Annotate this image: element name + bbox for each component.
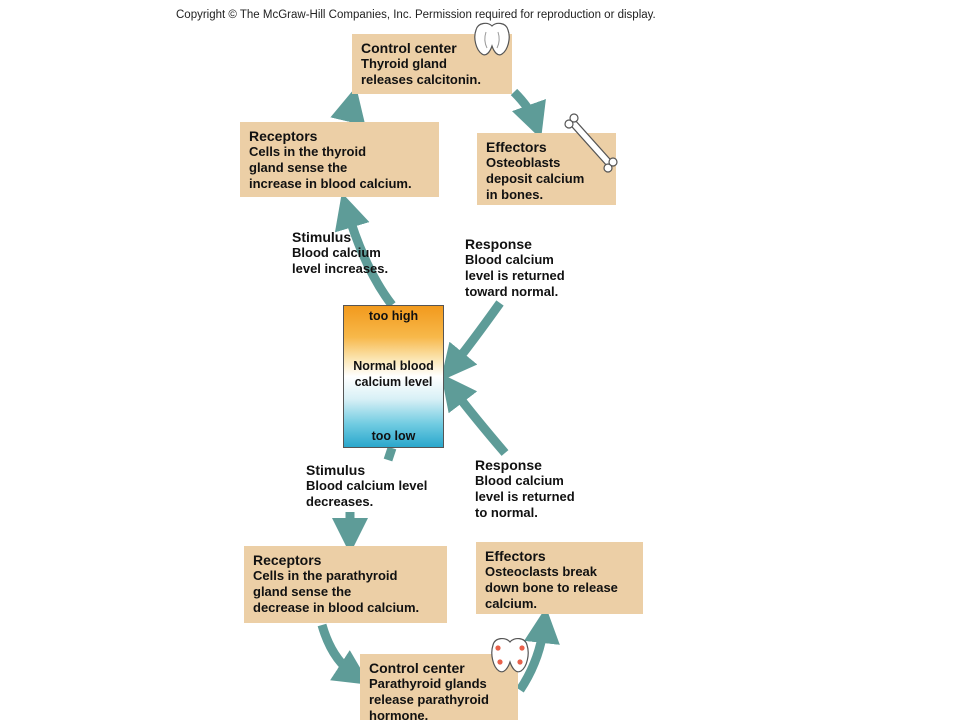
gauge-too-high-label: too high	[368, 309, 419, 323]
arrow-receptors-to-control-top	[330, 86, 366, 126]
receptors-top-box: Receptors Cells in the thyroid gland sen…	[240, 122, 439, 197]
copyright-notice: Copyright © The McGraw-Hill Companies, I…	[176, 9, 656, 21]
arrow-response-bottom-to-gauge	[441, 373, 509, 456]
effectors-top-heading: Effectors	[486, 139, 547, 155]
response-top-label: Response Blood calcium level is returned…	[465, 236, 565, 300]
control-center-top-heading: Control center	[361, 40, 457, 56]
response-bottom-label: Response Blood calcium level is returned…	[475, 457, 575, 521]
effectors-bottom-box: Effectors Osteoclasts break down bone to…	[476, 542, 643, 614]
effectors-top-text: Osteoblasts deposit calcium in bones.	[486, 155, 585, 202]
response-top-text: Blood calcium level is returned toward n…	[465, 252, 565, 299]
receptors-bottom-box: Receptors Cells in the parathyroid gland…	[244, 546, 447, 623]
gauge-too-low-label: too low	[371, 429, 416, 443]
arrow-stimulus-to-receptors-top	[334, 192, 396, 308]
calcium-level-gauge: too high Normal blood calcium level too …	[343, 305, 444, 448]
response-bottom-text: Blood calcium level is returned to norma…	[475, 473, 575, 520]
stimulus-top-heading: Stimulus	[292, 229, 352, 245]
effectors-bottom-heading: Effectors	[485, 548, 546, 564]
arrow-gauge-to-stimulus-bottom	[383, 446, 397, 462]
bone-icon	[564, 113, 618, 173]
control-center-bottom-heading: Control center	[369, 660, 465, 676]
arrow-response-top-to-gauge	[440, 300, 504, 381]
effectors-bottom-text: Osteoclasts break down bone to release c…	[485, 564, 618, 611]
gauge-normal-label: Normal blood calcium level	[353, 359, 434, 389]
receptors-top-text: Cells in the thyroid gland sense the inc…	[249, 144, 412, 191]
receptors-bottom-heading: Receptors	[253, 552, 322, 568]
response-top-heading: Response	[465, 236, 532, 252]
receptors-top-heading: Receptors	[249, 128, 318, 144]
arrow-control-to-effectors-top	[510, 88, 546, 139]
arrow-receptors-to-control-bottom	[317, 623, 371, 685]
parathyroid-gland-icon	[491, 638, 529, 673]
stimulus-bottom-heading: Stimulus	[306, 462, 366, 478]
stimulus-top-text: Blood calcium level increases.	[292, 245, 389, 276]
control-center-top-text: Thyroid gland releases calcitonin.	[361, 56, 481, 87]
stimulus-top-label: Stimulus Blood calcium level increases.	[292, 229, 388, 277]
stimulus-bottom-label: Stimulus Blood calcium level decreases.	[306, 462, 427, 510]
arrow-control-to-effectors-bottom	[516, 607, 560, 693]
receptors-bottom-text: Cells in the parathyroid gland sense the…	[253, 568, 420, 615]
stimulus-bottom-text: Blood calcium level decreases.	[306, 478, 428, 509]
control-center-bottom-box: Control center Parathyroid glands releas…	[360, 654, 518, 723]
response-bottom-heading: Response	[475, 457, 542, 473]
control-center-bottom-text: Parathyroid glands release parathyroid h…	[369, 676, 489, 723]
thyroid-gland-icon	[474, 22, 510, 56]
